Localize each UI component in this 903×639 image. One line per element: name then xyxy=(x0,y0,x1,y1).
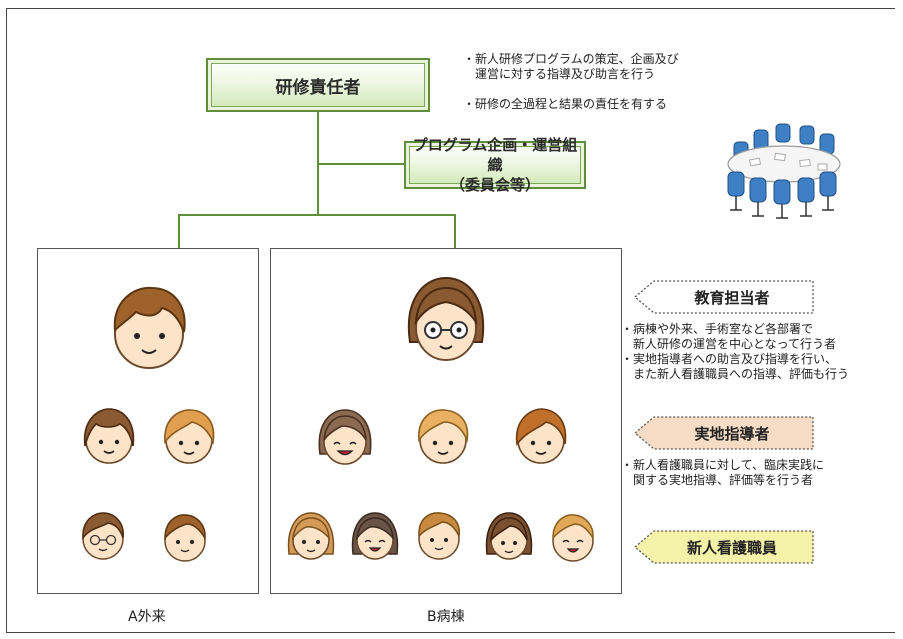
preceptor-note: ・新人看護職員に対して、臨床実践に 関する実地指導、評価等を行う者 xyxy=(621,458,825,487)
connector-to-panel-b xyxy=(454,214,456,248)
educator-face-b-icon xyxy=(407,276,485,361)
diagram-frame xyxy=(6,8,895,633)
connector-vertical-main xyxy=(317,112,319,178)
preceptor-face-b2-icon xyxy=(418,409,469,464)
new-nurse-face-b5-icon xyxy=(552,514,594,562)
preceptor-face-b1-icon xyxy=(318,409,372,465)
connector-to-program-box xyxy=(317,163,405,165)
responsible-note-1: ・新人研修プログラムの策定、企画及び 運営に対する指導及び助言を行う xyxy=(463,52,679,81)
program-organization-label: プログラム企画・運営組織 xyxy=(412,136,578,174)
connector-horizontal-split xyxy=(178,214,456,216)
preceptor-role-tag: 実地指導者 xyxy=(634,416,814,450)
new-nurse-face-b4-icon xyxy=(485,512,533,560)
new-nurse-face-a2-icon xyxy=(164,514,206,562)
program-organization-box: プログラム企画・運営組織 （委員会等） xyxy=(404,136,586,194)
educator-role-label: 教育担当者 xyxy=(694,288,770,307)
department-a-label: A外来 xyxy=(128,609,166,625)
arrow-left-tag-icon xyxy=(634,530,814,564)
new-nurse-role-label: 新人看護職員 xyxy=(686,538,777,557)
department-b-label: B病棟 xyxy=(427,609,465,625)
training-responsible-box: 研修責任者 xyxy=(206,58,430,112)
new-nurse-face-b2-icon xyxy=(351,512,399,560)
educator-face-a-icon xyxy=(113,286,186,369)
training-responsible-label: 研修責任者 xyxy=(275,77,361,98)
connector-vertical-lower xyxy=(317,178,319,214)
preceptor-face-b3-icon xyxy=(515,408,567,464)
new-nurse-face-a1-icon xyxy=(82,512,124,560)
preceptor-face-a1-icon xyxy=(83,408,135,464)
responsible-note-2: ・研修の全過程と結果の責任を有する xyxy=(463,97,668,111)
educator-note: ・病棟や外来、手術室など各部署で 新人研修の運営を中心となって行う者 ・実地指導… xyxy=(621,322,850,381)
connector-to-panel-a xyxy=(178,214,180,248)
new-nurse-face-b1-icon xyxy=(287,512,335,560)
new-nurse-role-tag: 新人看護職員 xyxy=(634,530,814,564)
arrow-left-tag-icon xyxy=(634,280,814,314)
meeting-table-illustration xyxy=(727,123,841,219)
preceptor-role-label: 実地指導者 xyxy=(694,424,770,443)
educator-role-tag: 教育担当者 xyxy=(634,280,814,314)
preceptor-face-a2-icon xyxy=(164,409,215,464)
program-organization-sublabel: （委員会等） xyxy=(449,176,540,194)
arrow-left-tag-icon xyxy=(634,416,814,450)
new-nurse-face-b3-icon xyxy=(418,512,460,560)
